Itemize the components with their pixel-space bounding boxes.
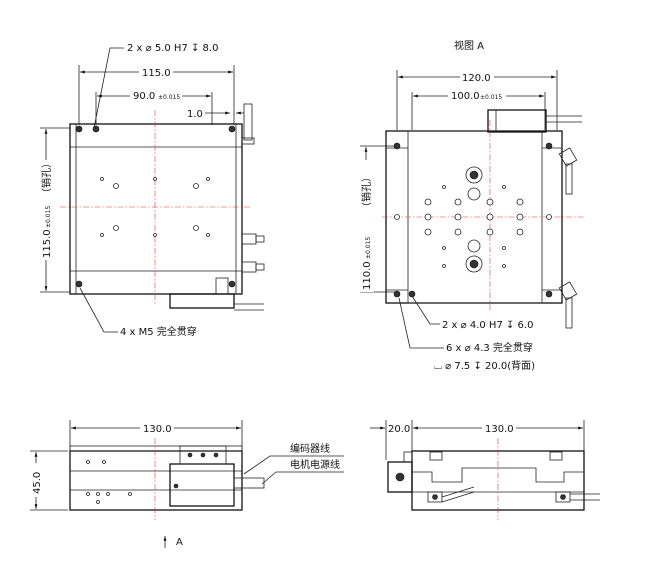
motor-leader [261,471,344,485]
front-view-outline [69,450,243,511]
view-a-width-dim: 120.0 [462,73,491,84]
top-callout-holes: 2 x ⌀ 5.0 H7 ↧ 8.0 [127,43,218,54]
top-height-dim: 115.0 [42,229,53,258]
top-view-outline [69,123,243,295]
top-width-dim: 115.0 [142,68,171,79]
label-encoder-cable: 编码器线 [290,442,330,455]
view-a-callout-leader-2 [398,297,444,349]
view-a-callout-3: ⌴ ⌀ 7.5 ↧ 20.0(背面) [434,359,535,372]
view-a-callout-2: 6 x ⌀ 4.3 完全贯穿 [446,341,533,354]
top-hole-spacing-tol: ±0.015 [158,94,180,101]
top-callout-leader [93,47,124,129]
view-a-height-dim: 110.0 [362,261,373,290]
side-offset-dim: 20.0 [388,424,410,435]
view-a-hole-spacing-dim: 100.0 [451,91,480,102]
view-a-callout-leader-1 [411,295,440,325]
label-motor-cable: 电机电源线 [290,458,340,471]
front-width-dim: 130.0 [143,424,172,435]
side-view: 20.0 130.0 [370,420,600,520]
top-view: 2 x ⌀ 5.0 H7 ↧ 8.0 115.0 90.0 ±0.015 1.0… [38,43,265,338]
top-callout-m5: 4 x M5 完全贯穿 [120,325,197,338]
view-a-callout-1: 2 x ⌀ 4.0 H7 ↧ 6.0 [442,320,533,331]
top-height-note: （销孔） [40,158,53,198]
top-hole-spacing-dim: 90.0 [133,91,155,102]
top-height-tol: ±0.015 [45,206,52,228]
view-a-arrow-label: A [176,537,183,548]
view-a-title: 视图 A [454,39,484,52]
front-view: 130.0 45.0 编码器线 电机电源线 A [28,420,344,548]
top-bottom-callout-leader [79,287,118,333]
encoder-leader [243,455,344,475]
top-offset-dim: 1.0 [187,109,203,120]
view-a-hole-spacing-tol: ±0.015 [480,94,502,101]
side-width-dim: 130.0 [485,424,514,435]
view-a-height-note: （销孔） [360,172,373,212]
view-a-height-tol: ±0.015 [365,237,372,259]
front-height-dim: 45.0 [32,472,43,494]
view-a: 视图 A 120.0 100.0 ±0.015 110.0 ±0.015 （销孔… [358,39,584,372]
